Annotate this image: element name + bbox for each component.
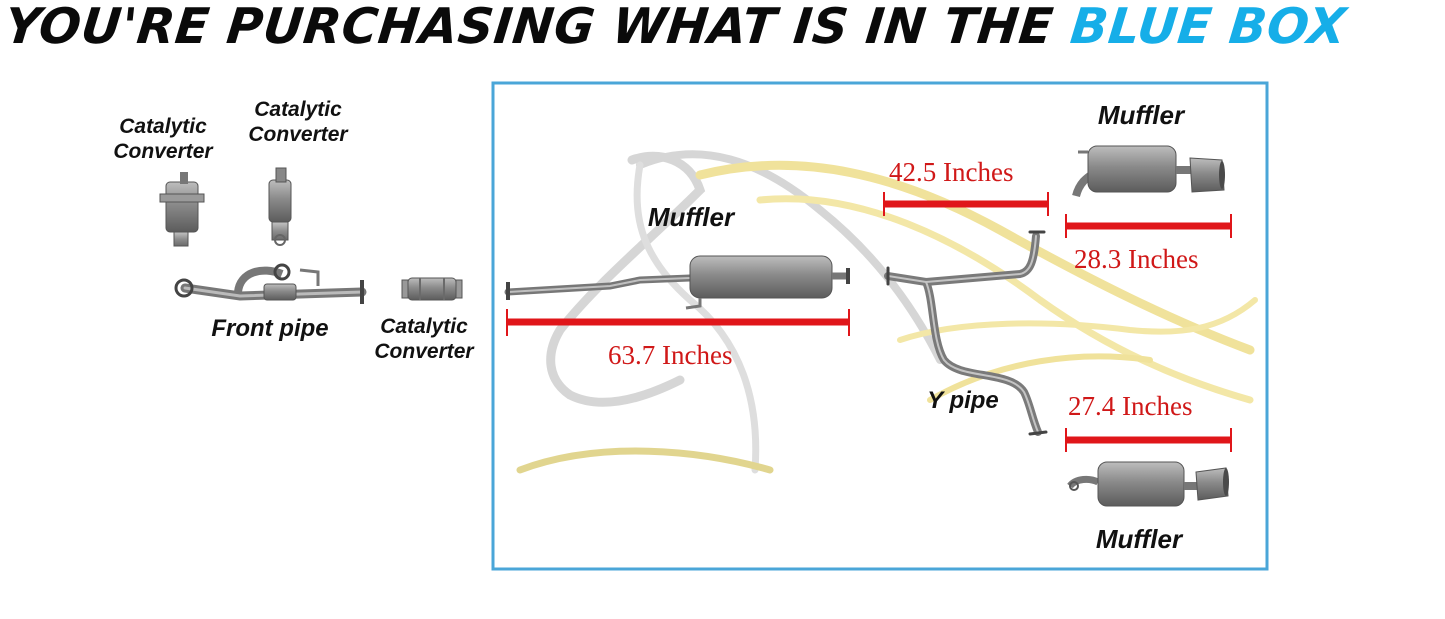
horse-watermark xyxy=(516,150,1258,474)
measure-y-pipe xyxy=(883,192,1049,216)
main-muffler-label: Muffler xyxy=(647,202,735,232)
measure-rear-top xyxy=(1065,214,1232,238)
rear-muffler-top-length-label: 28.3 Inches xyxy=(1074,244,1199,274)
rear-muffler-bottom-length-label: 27.4 Inches xyxy=(1068,391,1193,421)
measure-main xyxy=(506,309,850,336)
rear-muffler-bottom-part xyxy=(1067,461,1229,507)
catalytic-converter-2-label: Catalytic Converter xyxy=(248,98,348,146)
main-length-label: 63.7 Inches xyxy=(608,340,733,370)
catalytic-converter-3-part xyxy=(401,277,463,301)
y-pipe-length-label: 42.5 Inches xyxy=(889,157,1014,187)
measure-rear-bottom xyxy=(1065,428,1232,452)
blue-box-frame xyxy=(491,81,1269,571)
catalytic-converter-3-label: Catalytic Converter xyxy=(374,315,474,363)
y-pipe-part xyxy=(884,230,1048,436)
rear-muffler-bottom-label: Muffler xyxy=(1095,524,1183,554)
y-pipe-label: Y pipe xyxy=(927,387,999,414)
front-pipe-part xyxy=(174,263,367,304)
catalytic-converter-1-part xyxy=(159,172,205,247)
rear-muffler-top-part xyxy=(1072,145,1225,198)
catalytic-converter-2-part xyxy=(268,167,292,246)
catalytic-converter-1-label: Catalytic Converter xyxy=(113,115,213,163)
front-pipe-label: Front pipe xyxy=(211,315,329,342)
rear-muffler-top-label: Muffler xyxy=(1097,100,1185,130)
main-muffler-part xyxy=(504,255,850,310)
